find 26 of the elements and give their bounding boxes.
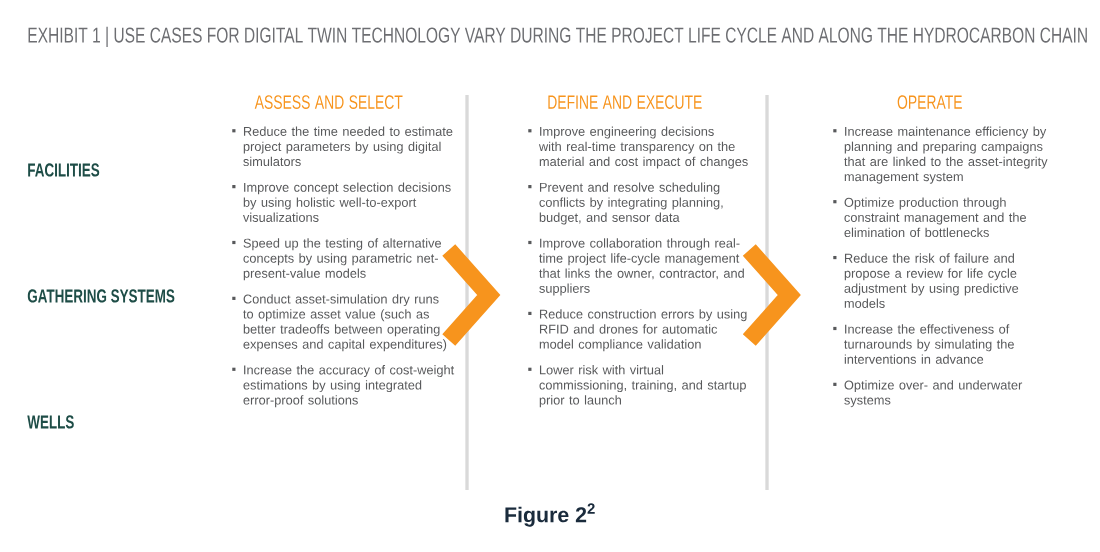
bullet-text: Reduce the time needed to estimate project parameters by using digital simulators [232, 126, 453, 167]
bullet-text: Speed up the testing of alternative concepts by using parametric net-present-value models [232, 238, 442, 281]
row-label: FACILITIES [28, 163, 100, 177]
stage-column [528, 95, 748, 408]
bullet-text: Increase maintenance efficiency by planning and preparing campaigns that are linked to the asset-integrity management system [833, 126, 1048, 184]
column-heading: DEFINE AND EXECUTE [548, 95, 702, 109]
bullet-text: Improve engineering decisions with real-time transparency on the material and cost impact of changes [528, 126, 748, 169]
bullet-text: Reduce construction errors by using RFID and drones for automatic model compliance validation [528, 309, 747, 352]
bullet-text: Lower risk with virtual commissioning, training, and startup prior to launch [528, 365, 746, 408]
bullet-text: Optimize over- and underwater systems [833, 380, 1023, 408]
row-label: GATHERING SYSTEMS [27, 289, 175, 303]
bullet-text: Increase the accuracy of cost-weight estimations by using integrated error-proof solutions [232, 365, 455, 408]
row-label: WELLS [27, 415, 74, 429]
bullet-text: Improve concept selection decisions by using holistic well-to-export visualizations [232, 182, 451, 222]
stage-column [833, 95, 1048, 408]
bullet-text: Improve collaboration through real-time project life-cycle management that links the owner, contractor, and suppliers [528, 238, 744, 296]
bullet-text: Increase the effectiveness of turnarounds by simulating the interventions in advance [833, 324, 1014, 364]
title: EXHIBIT 1 | USE CASES FOR DIGITAL TWIN TECHNOLOGY VARY DURING THE PROJECT LIFE CYCLE AND ALONG THE HYDROCARBON CHAIN [28, 26, 1087, 48]
column-heading: OPERATE [897, 95, 962, 109]
column-heading: ASSESS AND SELECT [254, 95, 403, 109]
caption: Figure 2$^{2}$ [505, 503, 595, 527]
stage-column [232, 95, 455, 408]
bullet-text: Conduct asset-simulation dry runs to optimize asset value (such as better tradeoffs between operating expenses and capital expenditures) [232, 294, 447, 352]
bullet-text: Prevent and resolve scheduling conflicts by integrating planning, budget, and sensor data [528, 182, 723, 225]
bullet-text: Reduce the risk of failure and propose a review for life cycle adjustment by using predictive models [833, 253, 1019, 308]
bullet-text: Optimize production through constraint management and the elimination of bottlenecks [833, 197, 1026, 237]
